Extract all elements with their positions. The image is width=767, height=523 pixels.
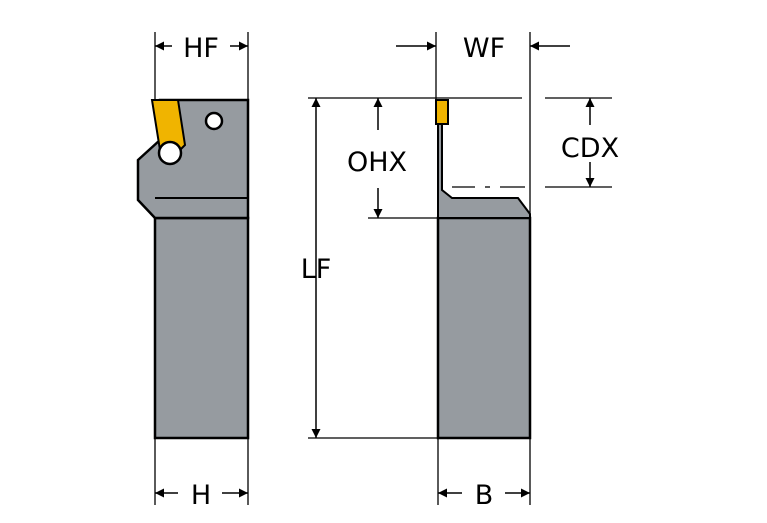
side-view-shank [436, 216, 532, 440]
side-view-head [437, 123, 531, 219]
front-view [136, 98, 250, 440]
dimension-lines [155, 41, 595, 498]
extension-lines [154, 32, 612, 505]
front-view-insert-seat [157, 140, 183, 166]
label-wf: WF [463, 33, 505, 64]
label-b: B [475, 480, 494, 511]
label-lf: LF [301, 254, 332, 285]
front-view-screw-hole [204, 111, 224, 131]
label-h: H [191, 480, 211, 511]
label-ohx: OHX [347, 147, 407, 178]
label-hf: HF [183, 33, 219, 64]
side-view-insert [435, 99, 449, 125]
label-cdx: CDX [561, 133, 619, 164]
front-view-shank [153, 216, 250, 440]
side-view [435, 99, 532, 440]
dimension-labels: HF WF CDX OHX LF H B [183, 33, 619, 511]
